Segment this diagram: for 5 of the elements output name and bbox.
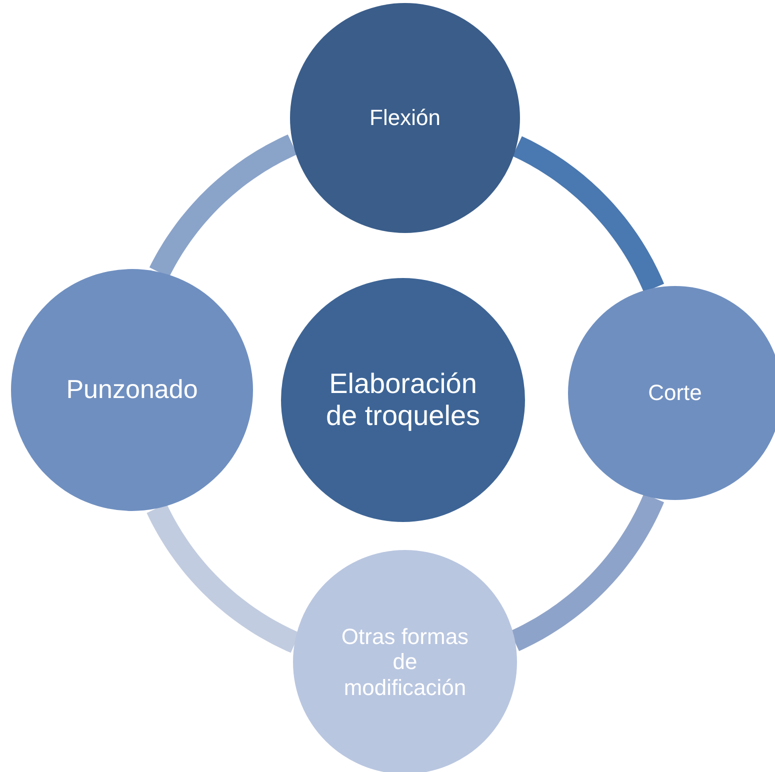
node-label: Otras formas de modificación: [340, 624, 470, 700]
node-label: Elaboración de troqueles: [324, 368, 482, 432]
node-label: Flexión: [370, 105, 440, 131]
node-label: Corte: [648, 380, 702, 406]
node-label: Punzonado: [66, 375, 198, 405]
